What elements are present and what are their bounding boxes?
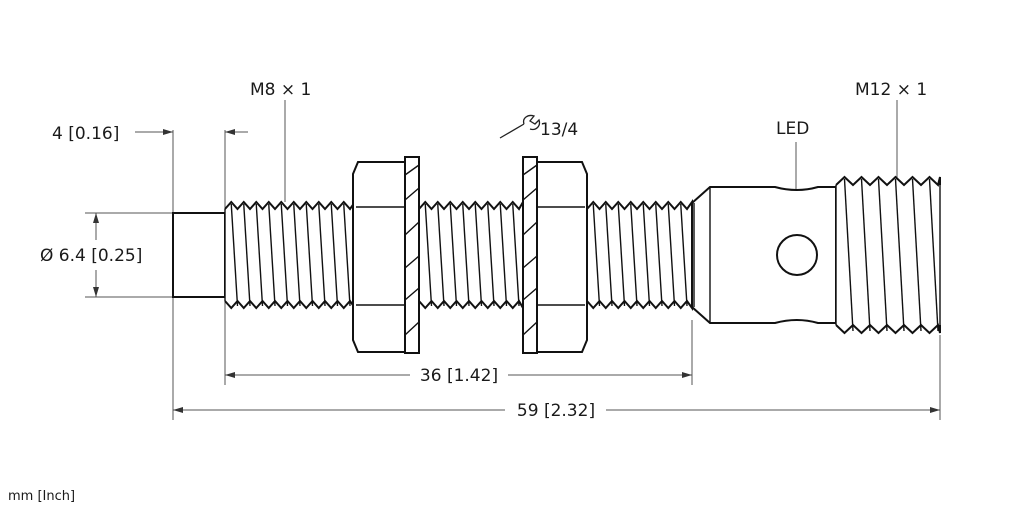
dimension-tip-length: 4 [0.16]: [52, 124, 248, 144]
dimension-diameter: Ø 6.4 [0.25]: [40, 213, 142, 297]
thread-length-label: 36 [1.42]: [420, 366, 498, 386]
m8-thread-front: [224, 198, 356, 312]
led-window: [776, 234, 818, 276]
m8-thread-middle: [418, 198, 524, 312]
diameter-label: Ø 6.4 [0.25]: [40, 246, 142, 266]
thread-right-label: M12 × 1: [855, 80, 927, 100]
units-label: mm [Inch]: [8, 489, 75, 504]
tip-length-label: 4 [0.16]: [52, 124, 119, 144]
dimension-thread-length: 36 [1.42]: [225, 366, 692, 386]
wrench-icon: [499, 114, 541, 139]
m8-thread-rear: [586, 198, 693, 312]
sensor-body: [172, 156, 941, 354]
wrench-size-label: 13/4: [540, 120, 578, 140]
led-label: LED: [776, 119, 809, 139]
sensing-tip: [172, 212, 226, 298]
hex-nut-right: [522, 156, 588, 354]
dimension-total-length: 59 [2.32]: [173, 401, 940, 421]
hex-nut-left: [352, 156, 420, 354]
total-length-label: 59 [2.32]: [517, 401, 595, 421]
thread-left-label: M8 × 1: [250, 80, 311, 100]
m12-connector-thread: [835, 175, 941, 335]
